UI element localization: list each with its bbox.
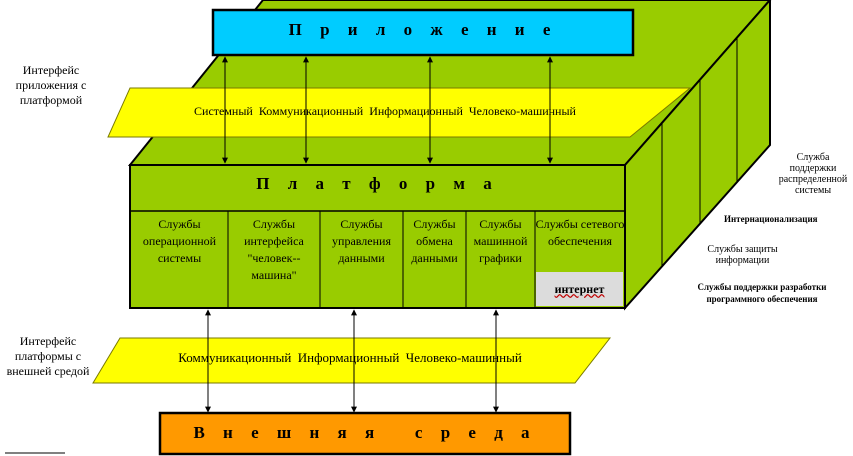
application-title: П р и л о ж е н и е bbox=[288, 20, 558, 39]
app-interface-label: Интерфейс приложения с платформой bbox=[15, 63, 87, 107]
dev-support-label: Службы поддержки разработки программного… bbox=[697, 282, 827, 304]
service-data-management: Службы управления данными bbox=[332, 217, 391, 265]
environment-title: В н е ш н я я с р е д а bbox=[193, 423, 537, 442]
service-hmi: Службы интерфейса "человек--машина" bbox=[244, 217, 304, 282]
env-interface-band-text: Коммуникационный Информационный Человеко… bbox=[178, 350, 522, 365]
service-network: Службы сетевого обеспечения bbox=[535, 217, 625, 248]
security-service-label: Службы защиты информации bbox=[707, 244, 778, 266]
service-graphics: Службы машинной графики bbox=[473, 217, 528, 265]
service-os: Службы операционной системы bbox=[142, 217, 217, 265]
service-data-exchange: Службы обмена данными bbox=[411, 217, 458, 265]
distributed-service-label: Служба поддержки распределенной системы bbox=[778, 152, 848, 196]
internationalization-label: Интернационализация bbox=[724, 214, 818, 224]
app-interface-band bbox=[107, 87, 692, 138]
application-box bbox=[211, 8, 635, 57]
environment-box bbox=[158, 411, 572, 456]
app-interface-band-text: Системный Коммуникационный Информационны… bbox=[194, 104, 576, 118]
internet-box: интернет bbox=[536, 272, 623, 306]
env-interface-label: Интерфейс платформы с внешней средой bbox=[6, 334, 90, 378]
platform-title: П л а т ф о р м а bbox=[256, 174, 499, 193]
